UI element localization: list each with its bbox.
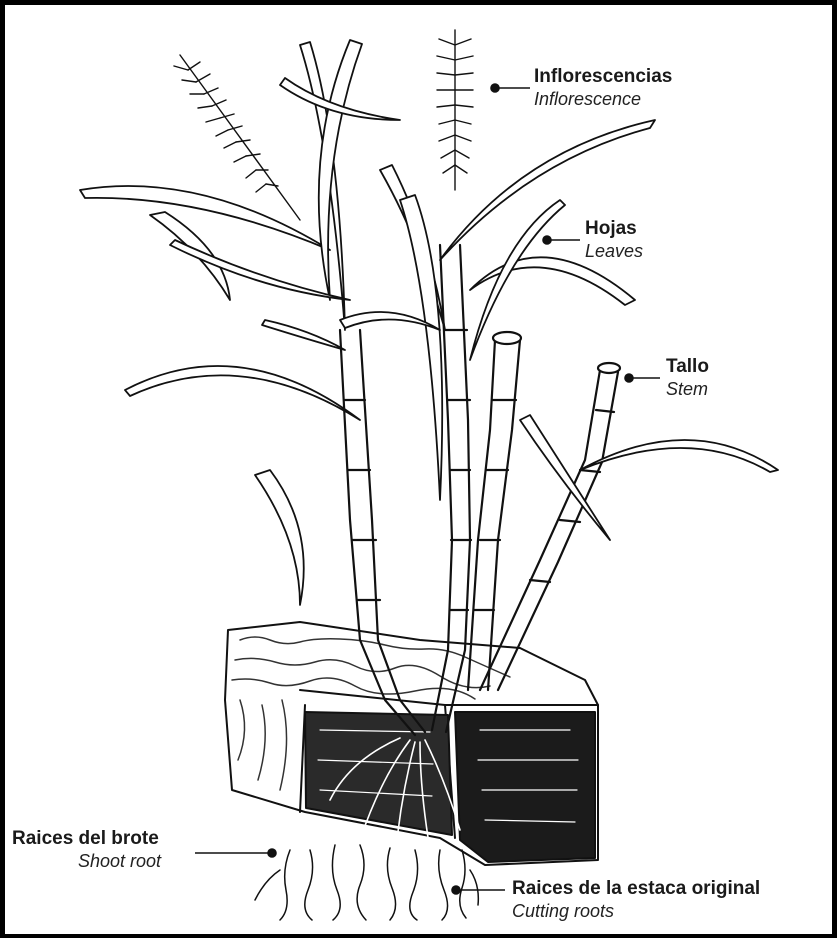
label-leaves: Hojas Leaves (585, 218, 643, 262)
roots-below (255, 845, 478, 920)
label-stem-es: Tallo (666, 356, 709, 378)
label-shoot-root-en: Shoot root (12, 850, 161, 872)
label-shoot-root: Raices del brote Shoot root (12, 828, 161, 872)
label-stem-en: Stem (666, 378, 709, 400)
label-cutting-roots: Raices de la estaca original Cutting roo… (512, 878, 760, 922)
leaves (80, 40, 778, 605)
label-inflorescence-es: Inflorescencias (534, 66, 672, 88)
label-shoot-root-es: Raices del brote (12, 828, 161, 850)
label-cutting-roots-en: Cutting roots (512, 900, 760, 922)
label-leaves-es: Hojas (585, 218, 643, 240)
soil-block (225, 622, 598, 865)
label-stem: Tallo Stem (666, 356, 709, 400)
label-inflorescence: Inflorescencias Inflorescence (534, 66, 672, 110)
label-cutting-roots-es: Raices de la estaca original (512, 878, 760, 900)
label-inflorescence-en: Inflorescence (534, 88, 672, 110)
label-leaves-en: Leaves (585, 240, 643, 262)
